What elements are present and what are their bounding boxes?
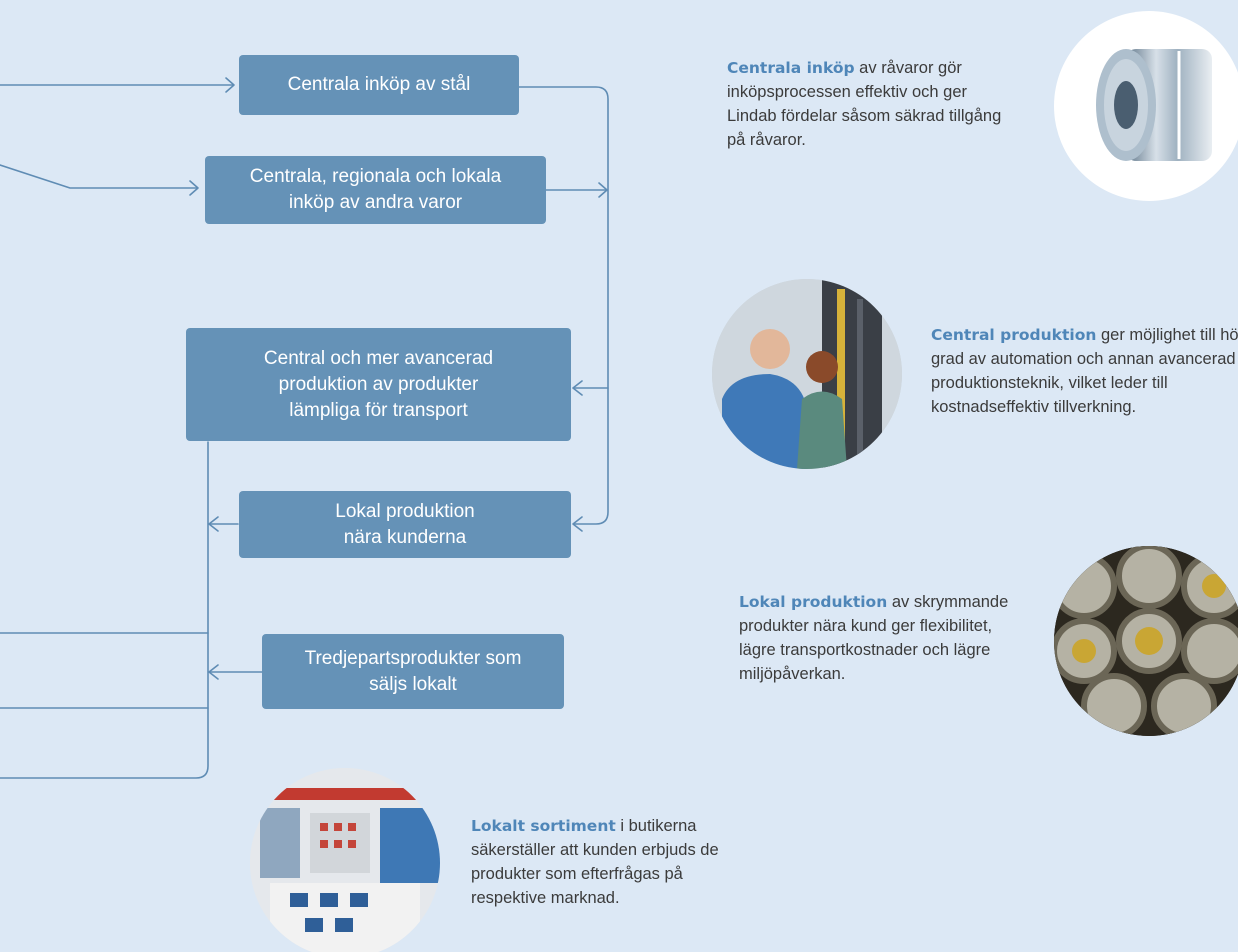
note-local-production: Lokal produktion av skrym­mande produkte… (739, 590, 1014, 686)
arrowhead-local-left (208, 516, 219, 532)
box-local-production: Lokal produktion nära kunderna (239, 491, 571, 558)
box-third-party-products: Tredjepartsprodukter som säljs lokalt (262, 634, 564, 709)
box-central-production: Central och mer avancerad produktion av … (186, 328, 571, 441)
note-local-assortment: Lokalt sortiment i butikerna säkerställe… (471, 814, 751, 910)
note-central-purchasing-highlight: Centrala inköp (727, 59, 855, 77)
store-assortment-photo (250, 768, 440, 952)
note-local-production-text: av skrym­mande produkter nära kund ger f… (739, 593, 1009, 683)
note-local-assortment-text: i butikerna säkerställer att kunden erbj… (471, 817, 719, 907)
arrowhead-goods (189, 180, 199, 196)
connector-right-spine (518, 86, 609, 525)
note-local-production-highlight: Lokal produktion (739, 593, 888, 611)
arrowhead-local (572, 516, 583, 532)
note-central-production-text: ger möjlighet till hög grad av automatio… (931, 326, 1238, 416)
note-central-production-highlight: Central produktion (931, 326, 1097, 344)
steel-coil-photo (1054, 11, 1238, 201)
note-central-production: Central produktion ger möjlighet till hö… (931, 323, 1238, 419)
note-central-purchasing-text: av råvaror gör inköpsprocessen effektiv … (727, 59, 1002, 149)
box-central-steel-purchasing: Centrala inköp av stål (239, 55, 519, 115)
arrowhead-central (572, 380, 583, 396)
note-central-purchasing: Centrala inköp av råvaror gör inköpsproc… (727, 56, 1012, 152)
arrowhead-steel (225, 77, 235, 93)
steel-pipes-photo (1054, 546, 1238, 736)
box-other-goods-purchasing: Centrala, regionala och lokala inköp av … (205, 156, 546, 224)
note-local-assortment-highlight: Lokalt sortiment (471, 817, 616, 835)
connector-goods-in (0, 164, 198, 189)
production-workers-photo (712, 279, 902, 469)
connector-left-spine (0, 441, 209, 779)
arrowhead-goods-out (598, 182, 608, 198)
arrowhead-thirdparty (208, 664, 219, 680)
